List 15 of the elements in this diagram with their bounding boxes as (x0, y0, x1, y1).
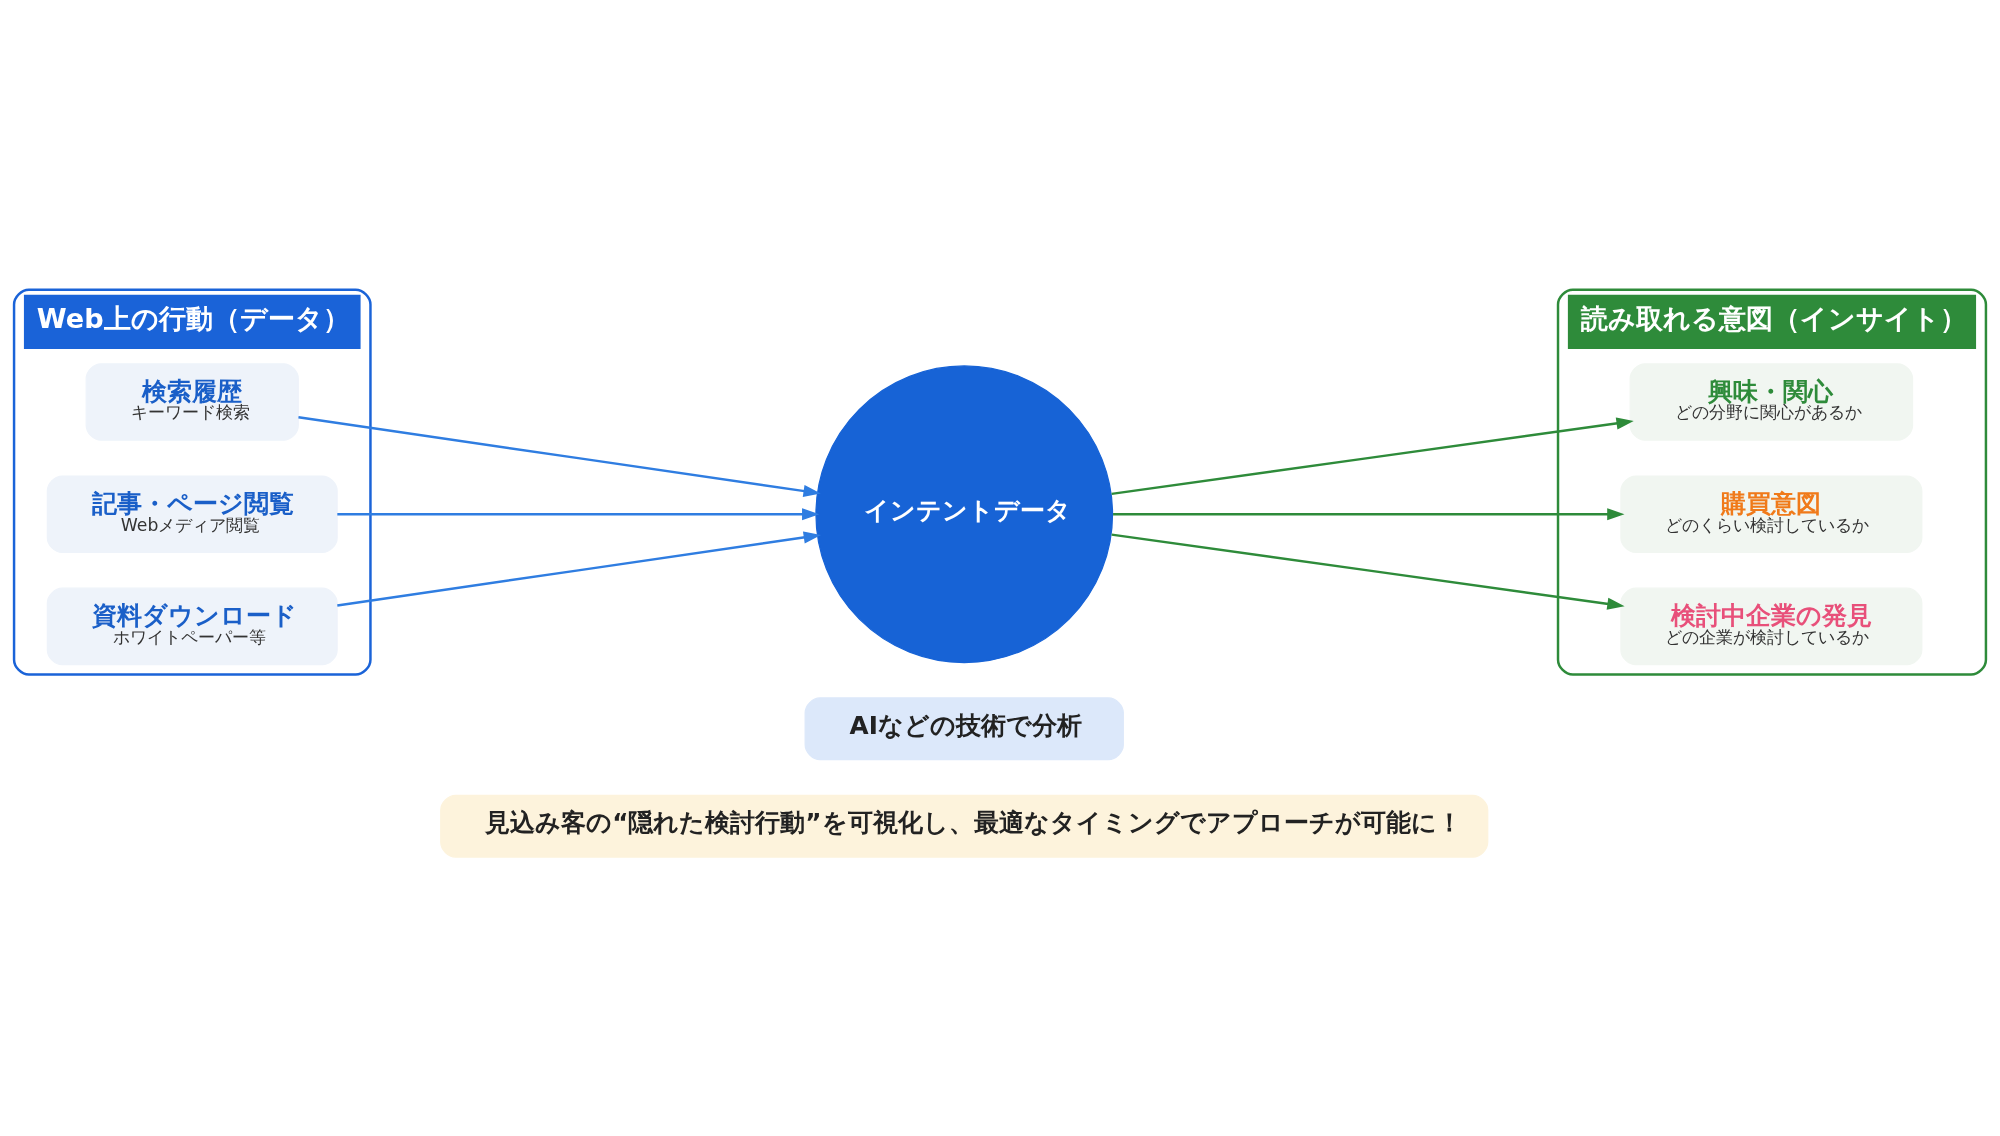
node-box: AIなどの技術で分析 (804, 696, 1124, 760)
arrow (337, 507, 820, 520)
arrow (1111, 416, 1634, 495)
node-box: 購買意図 どのくらい検討しているか (1620, 474, 1923, 553)
node-box: 記事・ページ閲覧 Webメディア閲覧 (46, 474, 338, 553)
arrow (1111, 532, 1625, 610)
node-box: 資料ダウンロード ホワイトペーパー等 (46, 587, 338, 665)
arrow (298, 415, 821, 497)
node-box: 見込み客の“隠れた検討行動”を可視化し、最適なタイミングでアプローチが可能に！ (440, 794, 1489, 858)
node-box: 検討中企業の発見 どの企業が検討しているか (1620, 587, 1923, 665)
node-box: 興味・関心 どの分野に関心があるか (1629, 362, 1914, 441)
arrow (1113, 507, 1625, 520)
arrow (337, 530, 821, 607)
node-box: 検索履歴 キーワード検索 (85, 362, 299, 441)
node-circle: インテントデータ (815, 364, 1114, 663)
